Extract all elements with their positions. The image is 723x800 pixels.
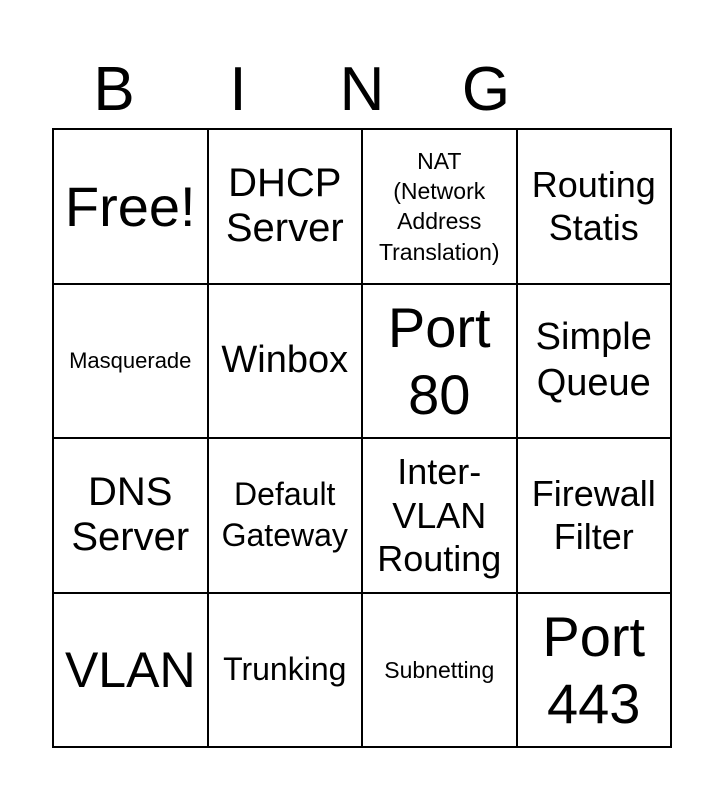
cell-label: Masquerade [69, 347, 192, 373]
bingo-board: Free! DHCP Server NAT (Network Address T… [52, 128, 672, 748]
bingo-cell-vlan[interactable]: VLAN [54, 593, 209, 748]
cell-label: DHCP Server [225, 161, 344, 251]
bingo-cell-trunking[interactable]: Trunking [208, 593, 363, 748]
bingo-cell-default-gateway[interactable]: Default Gateway [208, 439, 363, 594]
header-letter-i: I [229, 55, 247, 124]
bingo-cell-port-80[interactable]: Port 80 [363, 284, 518, 439]
cell-label: NAT (Network Address Translation) [378, 147, 500, 265]
cell-label: Firewall Filter [531, 473, 656, 558]
cell-label: Inter- VLAN Routing [377, 451, 502, 579]
header-letter-b: B [93, 55, 135, 124]
cell-label: VLAN [64, 641, 196, 698]
bingo-cell-winbox[interactable]: Winbox [208, 284, 363, 439]
bingo-header: B I N G [52, 52, 672, 128]
cell-label: Port 80 [387, 295, 491, 426]
cell-label: Default Gateway [221, 475, 348, 554]
cell-label: Winbox [221, 338, 349, 381]
cell-label: DNS Server [71, 470, 190, 560]
bingo-cell-firewall-filter[interactable]: Firewall Filter [517, 439, 672, 594]
bingo-cell-dns-server[interactable]: DNS Server [54, 439, 209, 594]
cell-label: Simple Queue [535, 316, 652, 404]
cell-label: Subnetting [384, 656, 495, 683]
bingo-cell-simple-queue[interactable]: Simple Queue [517, 284, 672, 439]
cell-label: Free! [64, 174, 196, 238]
bingo-cell-free[interactable]: Free! [54, 130, 209, 285]
bingo-cell-nat[interactable]: NAT (Network Address Translation) [363, 130, 518, 285]
bingo-cell-dhcp-server[interactable]: DHCP Server [208, 130, 363, 285]
cell-label: Routing Statis [531, 164, 656, 249]
bingo-cell-subnetting[interactable]: Subnetting [363, 593, 518, 748]
bingo-cell-masquerade[interactable]: Masquerade [54, 284, 209, 439]
bingo-cell-port-443[interactable]: Port 443 [517, 593, 672, 748]
bingo-cell-inter-vlan-routing[interactable]: Inter- VLAN Routing [363, 439, 518, 594]
header-letter-g: G [461, 55, 511, 124]
bingo-cell-routing-statis[interactable]: Routing Statis [517, 130, 672, 285]
cell-label: Port 443 [542, 604, 646, 735]
header-letter-n: N [339, 55, 385, 124]
cell-label: Trunking [223, 650, 347, 687]
